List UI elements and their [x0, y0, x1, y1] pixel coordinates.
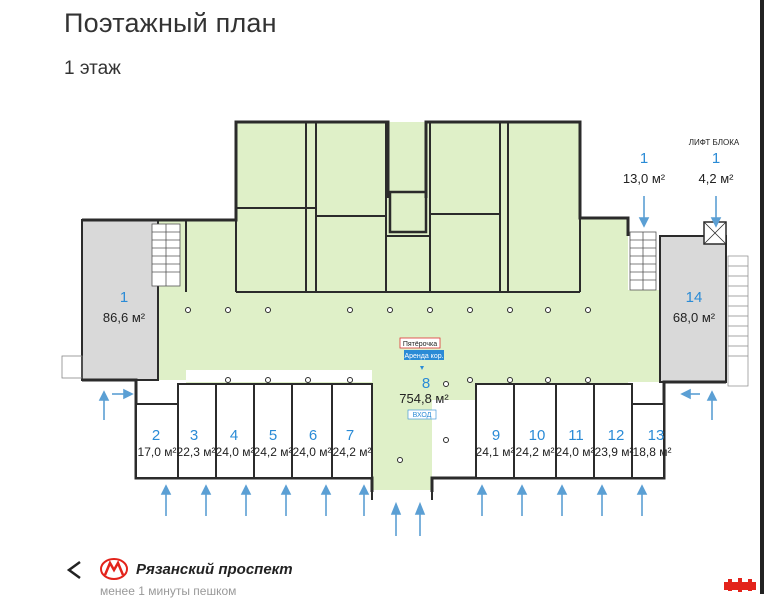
metro-station-name: Рязанский проспект	[136, 561, 293, 578]
unit-3-area: 22,3 м²	[177, 445, 216, 459]
lift-label: ЛИФТ БЛОКА	[689, 138, 740, 147]
unit-4-number: 4	[230, 427, 238, 444]
unit-4-area: 24,0 м²	[216, 445, 255, 459]
back-arrow-icon[interactable]	[66, 560, 82, 580]
unit-7-number: 7	[346, 427, 354, 444]
unit-3-number: 3	[190, 427, 198, 444]
room-1[interactable]	[81, 219, 159, 381]
entrance-sign: ВХОД	[413, 412, 432, 419]
outer-stairs-right	[727, 255, 749, 387]
unit-9-number: 9	[492, 427, 500, 444]
unit-5-area: 24,2 м²	[254, 445, 293, 459]
entrance-arrows	[98, 196, 722, 536]
unit-12-area: 23,9 м²	[595, 445, 634, 459]
columns	[185, 307, 591, 463]
unit-11-number: 11	[568, 427, 584, 444]
stairs-left	[151, 223, 181, 287]
lift-unit-a-number: 1	[640, 150, 648, 167]
brand-logo-icon	[724, 578, 756, 592]
unit-14-area: 68,0 м²	[673, 310, 716, 325]
page-title: Поэтажный план	[64, 8, 277, 38]
unit-1-area: 86,6 м²	[103, 310, 146, 325]
unit-5-number: 5	[269, 427, 277, 444]
unit-13-number: 13	[648, 427, 665, 444]
unit-10-number: 10	[529, 427, 546, 444]
lift-unit-b-area: 4,2 м²	[699, 171, 735, 186]
shop-sign	[399, 337, 441, 349]
unit-10-area: 24,2 м²	[516, 445, 555, 459]
unit-2-number: 2	[152, 427, 160, 444]
unit-8-area: 754,8 м²	[399, 391, 449, 406]
units-right	[475, 383, 665, 479]
lift-unit-a-area: 13,0 м²	[623, 171, 666, 186]
floor-label: 1 этаж	[64, 58, 121, 79]
unit-11-area: 24,0 м²	[556, 445, 595, 459]
interior-walls	[185, 122, 581, 293]
units-left	[135, 383, 373, 479]
unit-9-area: 24,1 м²	[476, 445, 515, 459]
shop-sign-text: Пятёрочка	[403, 341, 437, 348]
stairs-right	[629, 231, 657, 291]
scrollbar-edge	[760, 0, 764, 594]
metro-walk-time: менее 1 минуты пешком	[100, 584, 237, 598]
unit-8-number: 8	[422, 375, 430, 392]
rent-sign-text: Аренда кор.	[404, 353, 443, 360]
room-14[interactable]	[659, 235, 727, 383]
unit-6-area: 24,0 м²	[293, 445, 332, 459]
unit-2-area: 17,0 м²	[138, 445, 177, 459]
unit-7-area: 24,2 м²	[333, 445, 372, 459]
unit-1-number: 1	[120, 289, 128, 306]
unit-6-number: 6	[309, 427, 317, 444]
unit-14-number: 14	[686, 289, 703, 306]
unit-12-number: 12	[608, 427, 625, 444]
lift-unit-b-number: 1	[712, 150, 720, 167]
unit-13-area: 18,8 м²	[633, 445, 672, 459]
metro-logo-icon	[100, 558, 128, 580]
